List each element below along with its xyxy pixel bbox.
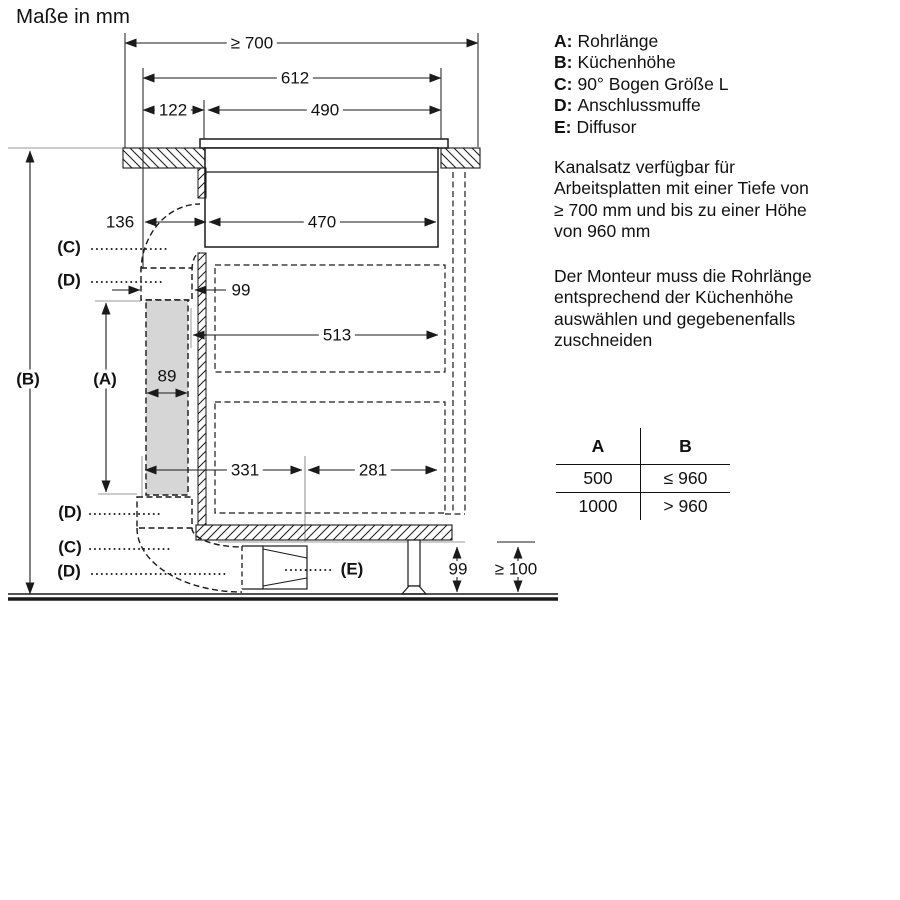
pipe-length-table: A B 500 ≤ 960 1000 > 960 <box>556 428 730 520</box>
dim-label-470: 470 <box>303 212 341 232</box>
table-header-row: A B <box>556 428 730 465</box>
table-row: 500 ≤ 960 <box>556 465 730 493</box>
legend-item: C:90° Bogen Größe L <box>554 73 729 94</box>
dim-label-depth: ≥ 700 <box>226 33 278 53</box>
back-panel-strip-top <box>197 167 207 199</box>
dim-label-513: 513 <box>318 325 356 345</box>
legend-item: A:Rohrlänge <box>554 31 659 51</box>
part-label-B: (B) <box>12 369 44 389</box>
duct-elbow-bottom <box>136 527 243 593</box>
table-row: 1000 > 960 <box>556 493 730 520</box>
reference-lines <box>8 147 465 543</box>
note-installer: Der Monteur muss die Rohrlänge entsprech… <box>554 266 812 351</box>
legend-item: D:Anschlussmuffe <box>554 95 701 116</box>
cabinet-floor <box>195 524 453 541</box>
label-leader-dots <box>89 248 336 575</box>
cabinet-foot <box>400 539 428 595</box>
table-cell: 500 <box>556 465 641 492</box>
part-label-D-bottom: (D) <box>57 561 81 581</box>
worktop-right <box>440 147 481 169</box>
dim-label-122: 122 <box>154 100 192 120</box>
part-label-A: (A) <box>89 369 121 389</box>
part-label-D-middle: (D) <box>58 502 82 522</box>
part-label-C-top: (C) <box>57 237 81 257</box>
part-label-D-top: (D) <box>57 270 81 290</box>
dim-label-331: 331 <box>226 460 264 480</box>
drawer-outlines <box>214 172 466 515</box>
connection-sleeve-top <box>140 267 193 301</box>
dim-label-99-bottom: 99 <box>448 559 468 579</box>
table-cell: 1000 <box>556 493 641 520</box>
hob-top-plate <box>199 138 449 149</box>
dim-label-612: 612 <box>276 68 314 88</box>
legend: A:Rohrlänge B:Küchenhöhe C:90° Bogen Grö… <box>554 31 728 138</box>
table-cell: ≤ 960 <box>663 468 708 488</box>
dim-label-136: 136 <box>101 212 139 232</box>
table-cell: > 960 <box>663 496 708 516</box>
part-label-E: (E) <box>340 559 364 579</box>
dim-label-plinth: ≥ 100 <box>494 559 538 579</box>
back-panel-strip <box>197 252 207 526</box>
dim-label-281: 281 <box>354 460 392 480</box>
diffusor <box>241 545 308 590</box>
installation-drawing <box>8 33 558 601</box>
duct-elbow-top <box>140 203 201 273</box>
floor-line <box>8 593 558 601</box>
dim-label-490: 490 <box>306 100 344 120</box>
legend-item: E:Diffusor <box>554 116 637 137</box>
part-label-C-bottom: (C) <box>58 537 82 557</box>
page-title: Maße in mm <box>16 5 130 28</box>
hob-body <box>204 147 439 248</box>
duct-pipe <box>145 299 189 496</box>
connection-sleeve-bottom <box>136 496 193 529</box>
dimension-lines <box>25 38 523 595</box>
worktop-left <box>122 147 206 169</box>
note-availability: Kanalsatz verfügbar für Arbeitsplatten m… <box>554 157 809 242</box>
table-header-B: B <box>679 435 692 456</box>
table-header-A: A <box>556 428 641 464</box>
dim-label-89: 89 <box>157 366 177 386</box>
dim-label-99-top: 99 <box>227 280 255 300</box>
legend-item: B:Küchenhöhe <box>554 52 676 73</box>
